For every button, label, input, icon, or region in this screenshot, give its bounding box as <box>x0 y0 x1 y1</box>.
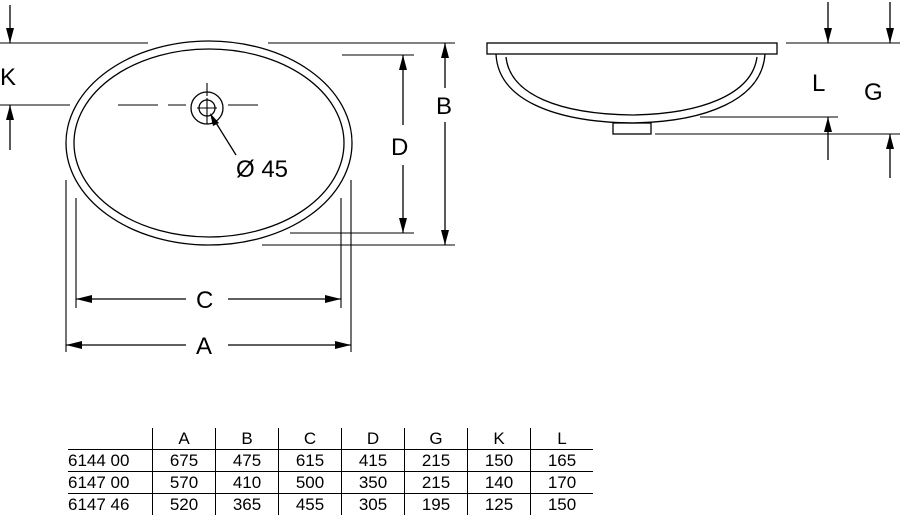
l-arrow-bottom <box>824 117 832 132</box>
table-header-row: A B C D G K L <box>68 428 593 450</box>
table-cell: 165 <box>530 449 593 472</box>
table-header-cell: A <box>152 428 216 450</box>
dimensions-table: A B C D G K L 6144 00 675 475 615 415 21… <box>68 428 593 515</box>
k-label: K <box>0 64 16 91</box>
table-cell: 365 <box>215 493 279 515</box>
a-arrow-left <box>66 341 82 349</box>
k-arrow-bottom <box>6 105 14 120</box>
table-cell: 570 <box>152 471 216 494</box>
table-cell: 675 <box>152 449 216 472</box>
plan-view: Ø 45 K D B C <box>0 5 455 360</box>
basin-outer-rim <box>65 40 353 246</box>
side-view: L G <box>486 2 900 178</box>
g-arrow-top <box>886 28 894 43</box>
c-arrow-left <box>76 295 92 303</box>
g-arrow-bottom <box>886 134 894 149</box>
a-arrow-right <box>335 341 351 349</box>
table-cell: 195 <box>404 493 468 515</box>
table-header-cell: D <box>341 428 405 450</box>
b-arrow-bottom <box>441 230 449 245</box>
table-cell: 215 <box>404 471 468 494</box>
hole-diameter-label: Ø 45 <box>236 156 288 183</box>
table-row: 6147 00 570 410 500 350 215 140 170 <box>68 471 593 494</box>
table-header-cell: G <box>404 428 468 450</box>
table-row: 6147 46 520 365 455 305 195 125 150 <box>68 493 593 515</box>
table-cell: 6147 00 <box>68 471 153 494</box>
table-header-cell: B <box>215 428 279 450</box>
d-arrow-top <box>399 55 407 70</box>
table-cell: 415 <box>341 449 405 472</box>
table-cell: 350 <box>341 471 405 494</box>
table-cell: 6147 46 <box>68 493 153 515</box>
d-label: D <box>391 134 408 161</box>
basin-rim-flange <box>486 42 778 55</box>
table-cell: 520 <box>152 493 216 515</box>
table-row: 6144 00 675 475 615 415 215 150 165 <box>68 449 593 472</box>
table-header-cell: L <box>530 428 593 450</box>
b-arrow-top <box>441 43 449 58</box>
basin-inner-shell <box>505 56 758 116</box>
drain-outlet <box>612 122 652 135</box>
basin-outer-shell <box>495 53 766 124</box>
basin-inner-bowl <box>73 48 345 238</box>
table-cell: 615 <box>278 449 342 472</box>
table-cell: 125 <box>467 493 531 515</box>
hole-leader <box>212 117 237 156</box>
c-label: C <box>196 287 213 314</box>
table-header-cell: K <box>467 428 531 450</box>
table-cell: 475 <box>215 449 279 472</box>
a-label: A <box>196 333 212 360</box>
table-cell: 455 <box>278 493 342 515</box>
k-arrow-top <box>6 28 14 43</box>
g-label: G <box>864 79 883 106</box>
b-label: B <box>436 93 452 120</box>
table-cell: 215 <box>404 449 468 472</box>
table-header-cell <box>68 428 153 450</box>
l-arrow-top <box>824 28 832 43</box>
table-header-cell: C <box>278 428 342 450</box>
table-cell: 150 <box>467 449 531 472</box>
table-cell: 140 <box>467 471 531 494</box>
d-arrow-bottom <box>399 218 407 233</box>
table-cell: 150 <box>530 493 593 515</box>
table-cell: 500 <box>278 471 342 494</box>
c-arrow-right <box>325 295 341 303</box>
l-label: L <box>812 70 825 97</box>
hole-leader-arrow <box>210 113 219 126</box>
table-cell: 305 <box>341 493 405 515</box>
table-cell: 170 <box>530 471 593 494</box>
table-cell: 6144 00 <box>68 449 153 472</box>
table-cell: 410 <box>215 471 279 494</box>
